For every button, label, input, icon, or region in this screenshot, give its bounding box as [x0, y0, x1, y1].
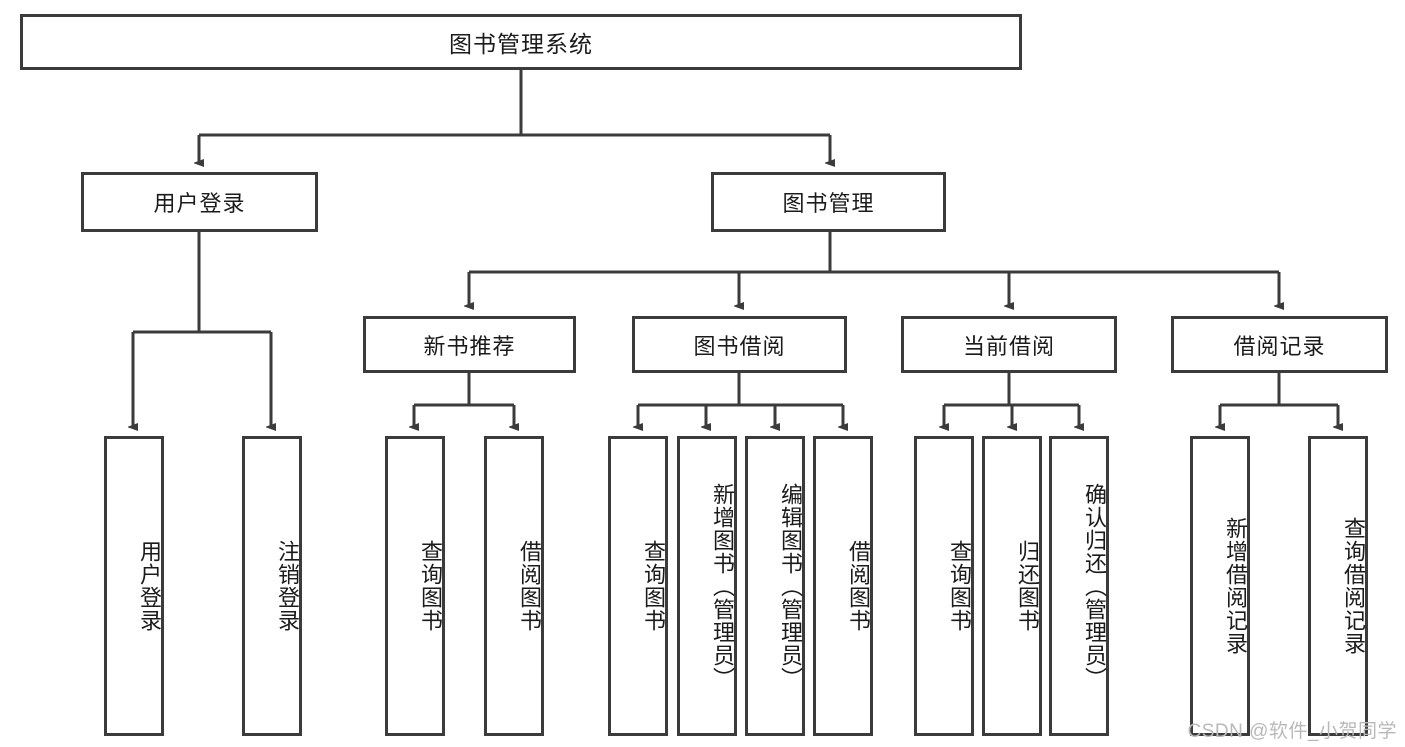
leaf-label: 查询图书 [418, 540, 443, 632]
leaf-label: 归还图书 [1015, 540, 1040, 632]
node-current-borrow[interactable]: 当前借阅 [901, 316, 1117, 373]
leaf-borrow-record-query[interactable]: 查询借阅记录 [1308, 436, 1368, 736]
node-new-book-recommend[interactable]: 新书推荐 [363, 316, 576, 373]
node-root-label: 图书管理系统 [449, 31, 593, 57]
leaf-current-borrow-query[interactable]: 查询图书 [914, 436, 974, 736]
leaf-label: 注销登录 [275, 540, 300, 632]
leaf-label: 确认归还（管理员） [1082, 482, 1107, 690]
leaf-label: 编辑图书（管理员） [778, 482, 803, 690]
leaf-book-borrow-edit[interactable]: 编辑图书（管理员） [745, 436, 805, 736]
leaf-book-borrow-borrow[interactable]: 借阅图书 [813, 436, 873, 736]
leaf-user-login-logout[interactable]: 注销登录 [242, 436, 302, 736]
node-borrow-records[interactable]: 借阅记录 [1171, 316, 1388, 373]
leaf-new-book-borrow[interactable]: 借阅图书 [484, 436, 544, 736]
node-root-library-system[interactable]: 图书管理系统 [20, 14, 1022, 70]
leaf-label: 借阅图书 [846, 540, 871, 632]
node-book-borrow-label: 图书借阅 [693, 333, 786, 359]
node-book-management-label: 图书管理 [782, 191, 875, 216]
leaf-book-borrow-query[interactable]: 查询图书 [608, 436, 668, 736]
leaf-current-borrow-return[interactable]: 归还图书 [982, 436, 1042, 736]
leaf-book-borrow-add[interactable]: 新增图书（管理员） [677, 436, 737, 736]
leaf-label: 借阅图书 [517, 540, 542, 632]
leaf-new-book-query[interactable]: 查询图书 [385, 436, 445, 736]
csdn-watermark: CSDN @软件_小贺同学 [1187, 721, 1397, 742]
node-current-borrow-label: 当前借阅 [962, 333, 1055, 359]
leaf-borrow-record-add[interactable]: 新增借阅记录 [1190, 436, 1250, 736]
leaf-label: 查询图书 [947, 540, 972, 632]
node-new-book-recommend-label: 新书推荐 [423, 333, 516, 359]
leaf-current-borrow-confirm-return[interactable]: 确认归还（管理员） [1049, 436, 1109, 736]
node-borrow-records-label: 借阅记录 [1233, 333, 1326, 359]
leaf-label: 查询借阅记录 [1341, 517, 1366, 655]
leaf-label: 新增图书（管理员） [710, 482, 735, 690]
node-book-management[interactable]: 图书管理 [711, 172, 946, 232]
leaf-label: 用户登录 [137, 540, 162, 632]
node-user-login-label: 用户登录 [153, 191, 246, 216]
leaf-label: 查询图书 [641, 540, 666, 632]
leaf-label: 新增借阅记录 [1223, 517, 1248, 655]
leaf-user-login-login[interactable]: 用户登录 [104, 436, 164, 736]
node-user-login[interactable]: 用户登录 [81, 172, 318, 232]
node-book-borrow[interactable]: 图书借阅 [632, 316, 847, 373]
